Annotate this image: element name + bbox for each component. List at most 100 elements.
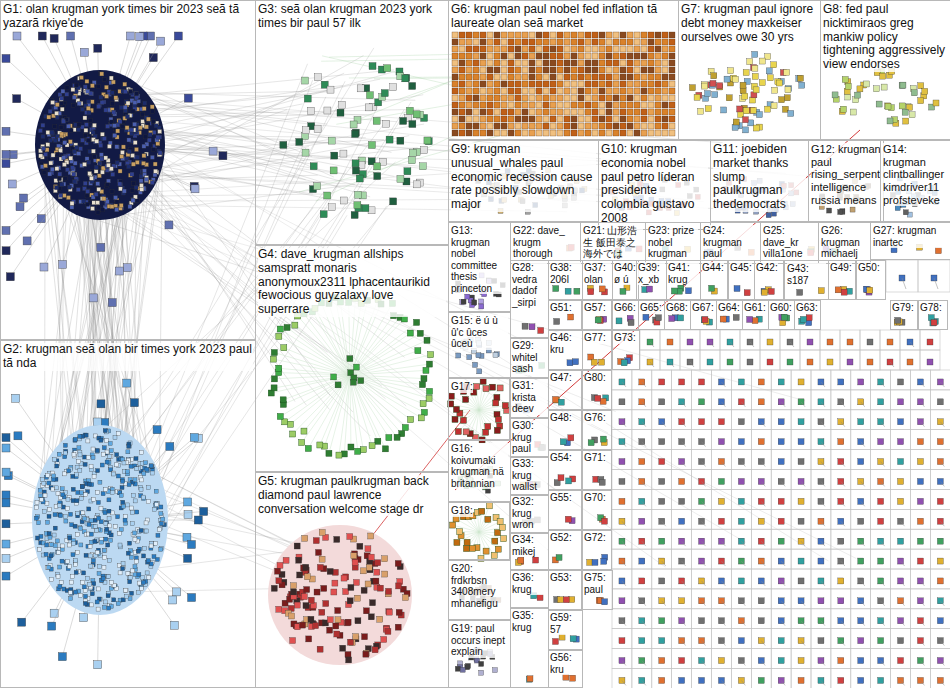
vertex-icon: [459, 95, 465, 101]
vertex-icon: [515, 81, 521, 87]
vertex-icon: [75, 145, 79, 149]
vertex-icon: [73, 524, 77, 528]
vertex-icon: [51, 153, 55, 157]
vertex-icon: [144, 125, 148, 129]
vertex-icon: [494, 67, 500, 73]
tie-line: [350, 355, 431, 375]
vertex-icon: [48, 622, 56, 630]
vertex-icon: [149, 544, 153, 548]
vertex-icon: [319, 556, 325, 562]
vertex-icon: [139, 488, 143, 492]
vertex-icon: [103, 429, 107, 433]
vertex-icon: [522, 32, 528, 38]
vertex-icon: [543, 81, 549, 87]
vertex-icon: [282, 419, 288, 425]
vertex-icon: [74, 563, 78, 567]
vertex-icon: [515, 67, 521, 73]
vertex-icon: [299, 440, 305, 446]
vertex-icon: [40, 263, 48, 271]
vertex-icon: [328, 137, 335, 144]
vertex-icon: [154, 169, 158, 173]
vertex-icon: [303, 564, 309, 570]
vertex-icon: [67, 32, 75, 40]
vertex-icon: [143, 546, 147, 550]
vertex-icon: [126, 572, 130, 576]
vertex-icon: [494, 109, 500, 115]
vertex-icon: [112, 471, 116, 475]
tie-line: [350, 375, 430, 391]
vertex-icon: [369, 443, 375, 449]
vertex-icon: [121, 479, 125, 483]
vertex-icon: [133, 122, 137, 126]
vertex-icon: [529, 74, 535, 80]
vertex-icon: [58, 565, 62, 569]
vertex-icon: [494, 46, 500, 52]
vertex-icon: [276, 606, 282, 612]
vertex-icon: [317, 564, 323, 570]
vertex-icon: [97, 205, 101, 209]
vertex-icon: [331, 152, 338, 159]
vertex-icon: [452, 95, 458, 101]
vertex-icon: [146, 500, 150, 504]
tie-line: [283, 375, 350, 404]
vertex-icon: [149, 464, 153, 468]
vertex-icon: [59, 101, 63, 105]
vertex-icon: [480, 130, 486, 136]
vertex-icon: [122, 461, 126, 465]
vertex-icon: [355, 618, 361, 624]
vertex-icon: [130, 510, 134, 514]
vertex-icon: [150, 471, 154, 475]
tie-line: [61, 141, 608, 433]
vertex-icon: [114, 96, 118, 100]
vertex-icon: [150, 465, 154, 469]
vertex-icon: [296, 557, 302, 563]
vertex-icon: [320, 211, 327, 218]
vertex-icon: [354, 191, 361, 198]
vertex-icon: [407, 330, 413, 336]
vertex-icon: [83, 116, 87, 120]
vertex-icon: [143, 135, 147, 139]
vertex-icon: [529, 39, 535, 45]
vertex-icon: [116, 474, 120, 478]
vertex-icon: [487, 67, 493, 73]
vertex-icon: [105, 183, 109, 187]
vertex-icon: [131, 162, 135, 166]
vertex-icon: [138, 103, 142, 107]
vertex-icon: [46, 520, 50, 524]
vertex-icon: [515, 60, 521, 66]
tie-line: [290, 375, 350, 424]
vertex-icon: [459, 74, 465, 80]
vertex-icon: [522, 95, 528, 101]
vertex-icon: [158, 151, 162, 155]
vertex-icon: [83, 594, 87, 598]
vertex-icon: [146, 117, 150, 121]
vertex-icon: [466, 74, 472, 80]
vertex-icon: [97, 161, 101, 165]
vertex-icon: [121, 561, 125, 565]
vertex-icon: [74, 590, 78, 594]
tie-line: [322, 56, 584, 115]
vertex-icon: [382, 571, 388, 577]
tie-line: [350, 316, 394, 375]
vertex-icon: [536, 60, 542, 66]
vertex-icon: [473, 74, 479, 80]
vertex-icon: [421, 409, 427, 415]
vertex-icon: [459, 46, 465, 52]
vertex-icon: [183, 533, 191, 541]
tie-line: [104, 91, 334, 115]
vertex-icon: [365, 581, 371, 587]
vertex-icon: [123, 514, 127, 518]
vertex-icon: [2, 520, 10, 528]
vertex-icon: [480, 116, 486, 122]
vertex-icon: [56, 550, 60, 554]
vertex-icon: [129, 555, 133, 559]
vertex-icon: [332, 569, 338, 575]
vertex-icon: [348, 584, 354, 590]
vertex-icon: [494, 32, 500, 38]
vertex-icon: [67, 543, 71, 547]
vertex-icon: [88, 118, 92, 122]
vertex-icon: [90, 592, 94, 596]
vertex-icon: [494, 81, 500, 87]
vertex-icon: [2, 554, 10, 562]
vertex-icon: [107, 144, 111, 148]
